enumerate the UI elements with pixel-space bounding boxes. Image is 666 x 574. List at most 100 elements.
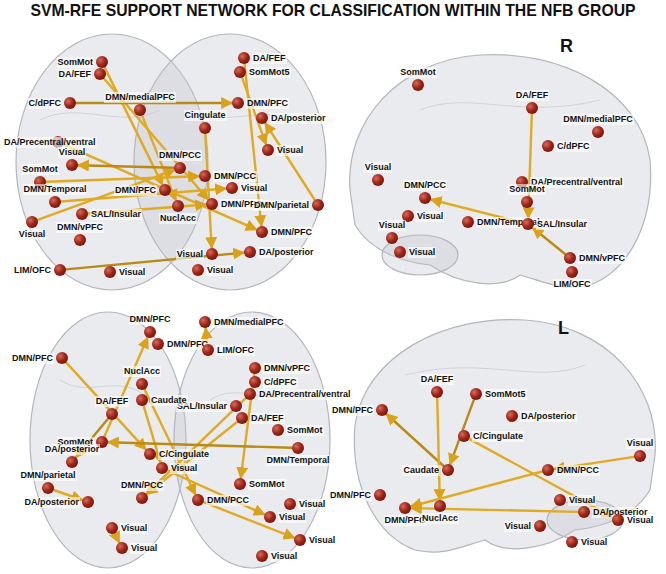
region-label: DMN/vPFC <box>578 253 626 264</box>
brain-region-node: Visual <box>104 266 116 278</box>
brain-region-node: DA/posterior <box>256 112 268 124</box>
region-label: Visual <box>270 551 298 562</box>
brain-region-node: Visual <box>264 511 276 523</box>
brain-region-node: DA/posterior <box>82 496 94 508</box>
connection-arrow <box>469 439 612 517</box>
brain-region-node: C/Cingulate <box>144 448 156 460</box>
region-label: DA/Precentral/ventral <box>258 389 352 400</box>
brain-region-node: Visual <box>256 550 268 562</box>
region-label: SomMot <box>286 425 324 436</box>
right-hemisphere <box>134 34 326 290</box>
region-label: DMN/vPFC <box>56 222 104 233</box>
region-label: DMN/PFC <box>270 227 313 238</box>
connection-arrow <box>265 123 315 200</box>
brain-region-node: Visual <box>106 522 118 534</box>
brain-region-node: NuclAcc <box>434 500 446 512</box>
brain-region-node: DMN/PFC <box>399 502 411 514</box>
region-label: DMN/parietal <box>253 200 310 211</box>
region-label: Visual <box>170 463 198 474</box>
brain-region-node: DMN/PFC <box>232 97 244 109</box>
brain-region-node: Visual <box>262 144 274 156</box>
brain-region-node: Visual <box>394 246 406 258</box>
region-label: Visual <box>364 162 392 173</box>
region-label: SomMot <box>21 164 59 175</box>
brain-region-node: DMN/PCC <box>199 170 211 182</box>
brain-region-node: SomMot <box>412 79 424 91</box>
region-label: C/Cingulate <box>472 431 524 442</box>
region-label: Visual <box>276 145 304 156</box>
region-label: DMN/PCC <box>158 150 202 161</box>
brain-region-node: DMN/PCC <box>419 192 431 204</box>
region-label: SAL/Insular <box>90 209 142 220</box>
brain-region-node: C/Cingulate <box>458 430 470 442</box>
connection-arrow <box>242 78 266 145</box>
region-label: SomMot5 <box>248 67 291 78</box>
region-label: DMN/PFC <box>114 185 157 196</box>
brain-region-node: DMN/medialPFC <box>134 104 146 116</box>
brain-region-node: DA/FEF <box>526 102 538 114</box>
region-label: SomMot5 <box>484 389 527 400</box>
brain-region-node: DMN/PFC <box>374 489 386 501</box>
connection-arrow <box>386 414 443 466</box>
brain-region-node: DMN/Temporal <box>462 216 474 228</box>
brain-region-node: SomMot <box>234 478 246 490</box>
brain-region-node: Visual <box>226 182 238 194</box>
region-label: DA/posterior <box>44 444 101 455</box>
region-label: SomMot <box>508 184 546 195</box>
brain-region-node: C/dPFC <box>64 97 76 109</box>
region-label: DA/posterior <box>270 113 327 124</box>
brain-region-node: DA/FEF <box>106 408 118 420</box>
region-label: DMN/medialPFC <box>562 114 634 125</box>
panel-letter: L <box>558 318 569 339</box>
region-label: Visual <box>130 543 158 554</box>
region-label: SAL/Insular <box>536 219 588 230</box>
region-label: Visual <box>58 147 86 158</box>
brain-region-node: DMN/PCC <box>174 162 186 174</box>
brain-region-node: C/dPFC <box>249 376 261 388</box>
region-label: DMN/PCC <box>206 495 250 506</box>
brain-region-node: LIM/OFC <box>202 344 214 356</box>
brain-region-node: Caudate <box>442 464 454 476</box>
brain-region-node: DA/posterior <box>66 456 78 468</box>
region-label: Visual <box>118 267 146 278</box>
region-label: Cingulate <box>184 110 227 121</box>
brain-region-node: Visual <box>386 232 398 244</box>
brain-region-node: DA/posterior <box>578 506 590 518</box>
connection-arrow <box>104 79 208 200</box>
brain-region-node: DMN/PFC <box>56 352 68 364</box>
brain-region-node: SomMot <box>96 56 108 68</box>
connection-arrow <box>115 533 120 542</box>
region-label: DMN/PCC <box>556 465 600 476</box>
brain-region-node: SomMot <box>521 196 533 208</box>
region-label: Visual <box>568 495 596 506</box>
brain-region-node: LIM/OFC <box>566 266 578 278</box>
brain-region-node: Visual <box>566 536 578 548</box>
region-label: Visual <box>416 211 444 222</box>
region-label: DMN/parietal <box>20 470 77 481</box>
region-label: Visual <box>298 499 326 510</box>
region-label: DMN/PFC <box>331 405 374 416</box>
brain-region-node: DA/FEF <box>236 412 248 424</box>
region-label: Visual <box>580 537 608 548</box>
brain-region-node: DMN/PFC <box>256 226 268 238</box>
region-label: LIM/OFC <box>553 279 592 290</box>
region-label: C/dPFC <box>556 141 591 152</box>
region-label: Visual <box>120 523 148 534</box>
brain-region-node: C/dPFC <box>542 140 554 152</box>
region-label: DMN/PCC <box>403 180 447 191</box>
brain-region-node: DMN/parietal <box>312 199 324 211</box>
region-label: SomMot <box>248 479 286 490</box>
brain-region-node: Visual <box>192 264 204 276</box>
brain-region-node: DMN/vPFC <box>249 362 261 374</box>
region-label: Caudate <box>150 395 188 406</box>
sagittal-brain-left <box>354 320 655 553</box>
region-label: DMN/medialPFC <box>213 317 285 328</box>
brain-region-node: Visual <box>206 248 218 260</box>
region-label: LIM/OFC <box>13 265 52 276</box>
brain-region-node: Visual <box>372 174 384 186</box>
brain-region-node: DMN/PCC <box>542 464 554 476</box>
region-label: DA/posterior <box>23 497 80 508</box>
brain-region-node: DMN/PFC <box>206 198 218 210</box>
region-label: DMN/medialPFC <box>104 92 176 103</box>
